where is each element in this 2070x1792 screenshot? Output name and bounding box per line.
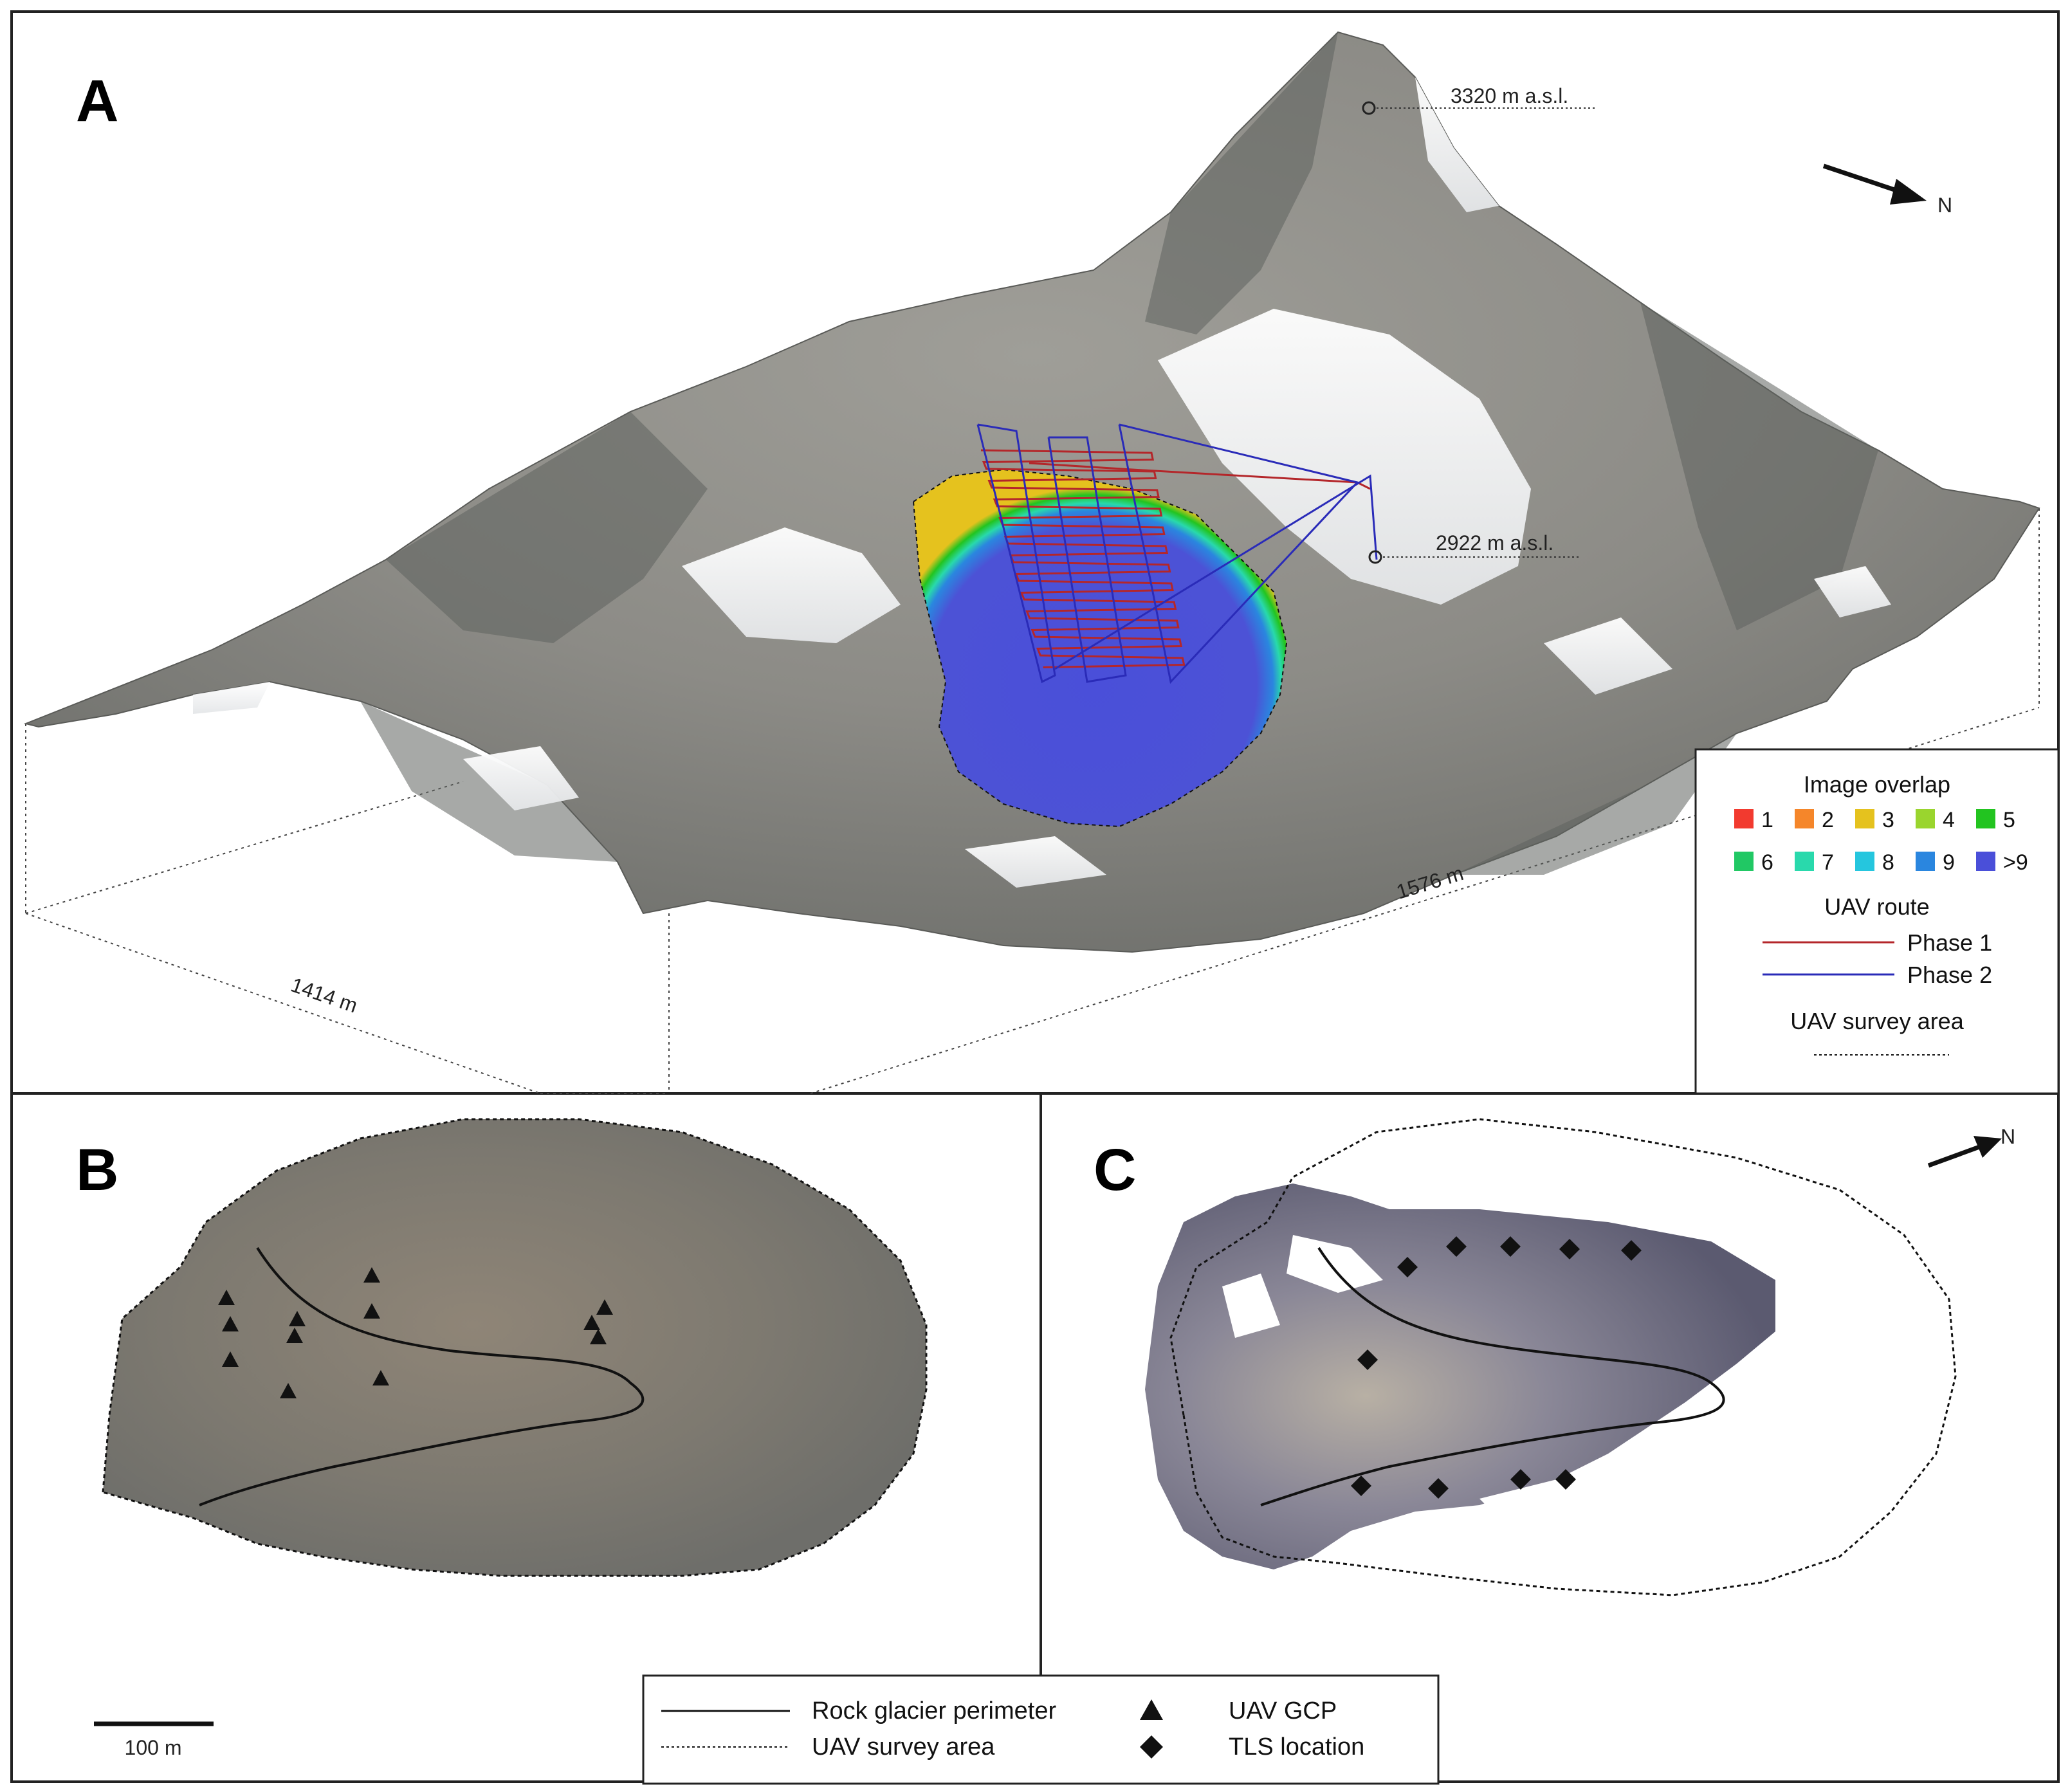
survey-legend-title: UAV survey area — [1790, 1008, 1964, 1034]
overlap-swatch-label: 7 — [1822, 850, 1834, 875]
overlap-swatch — [1976, 809, 1995, 828]
tls-marker — [1428, 1478, 1449, 1499]
overlap-swatch-label: 3 — [1882, 808, 1894, 832]
survey-area-label: UAV survey area — [812, 1733, 995, 1760]
tls-marker — [1510, 1469, 1531, 1490]
overlap-swatch-label: 2 — [1822, 808, 1834, 832]
overlap-swatch-label: >9 — [2003, 850, 2028, 875]
tls-marker — [1357, 1349, 1378, 1370]
gcp-marker — [218, 1290, 235, 1305]
tls-locations — [1351, 1236, 1642, 1499]
takeoff-elevation-label: 2922 m a.s.l. — [1436, 531, 1553, 554]
snow-patches-c — [1222, 1235, 1570, 1524]
gcp-marker — [590, 1329, 607, 1344]
north-arrow-c: N — [1927, 1125, 2015, 1168]
tls-marker — [1555, 1469, 1576, 1490]
overlap-legend: Image overlap 1 2 3 4 5 6 7 8 9 >9 UAV route Phas… — [1694, 748, 2060, 1095]
bounding-box — [25, 508, 2040, 1094]
gcp-symbol — [1140, 1699, 1163, 1720]
tls-marker — [1397, 1257, 1418, 1277]
overlap-swatch — [1734, 809, 1754, 828]
summit-marker — [1362, 101, 1376, 115]
orthophoto-b — [102, 1118, 928, 1577]
perimeter-label: Rock glacier perimeter — [812, 1697, 1056, 1724]
snow-patches — [193, 77, 1891, 888]
phase2-label: Phase 2 — [1907, 962, 1992, 988]
overlap-swatch — [1976, 852, 1995, 871]
tls-marker — [1500, 1236, 1521, 1257]
overlap-swatch-label: 4 — [1943, 808, 1955, 832]
tls-marker — [1559, 1239, 1580, 1259]
rock-glacier-perimeter-c — [1260, 1247, 1725, 1506]
overlap-swatch-label: 5 — [2003, 808, 2015, 832]
panel-a: 3320 m a.s.l. 2922 m a.s.l. 1414 m 1576 … — [23, 31, 2060, 1095]
phase1-label: Phase 1 — [1907, 929, 1992, 956]
overlap-swatch-label: 8 — [1882, 850, 1894, 875]
overlap-swatch — [1795, 809, 1814, 828]
tls-label: TLS location — [1229, 1733, 1364, 1760]
gcp-marker — [289, 1311, 306, 1326]
takeoff-marker — [1368, 550, 1382, 564]
uav-route-phase2 — [976, 423, 1378, 684]
overlap-swatches: 1 2 3 4 5 6 7 8 9 >9 — [1734, 808, 2028, 875]
gcp-marker — [222, 1351, 239, 1367]
tls-marker — [1446, 1236, 1467, 1257]
overlap-swatch — [1855, 852, 1874, 871]
overlap-swatch-label: 6 — [1761, 850, 1773, 875]
tls-marker — [1351, 1476, 1371, 1496]
bottom-legend: Rock glacier perimeter UAV survey area U… — [642, 1674, 1440, 1785]
uav-gcps — [218, 1267, 613, 1398]
rock-glacier-perimeter-b — [199, 1247, 645, 1506]
tls-symbol — [1140, 1735, 1163, 1759]
panel-b: 100 m B — [76, 1118, 928, 1759]
overlap-legend-title: Image overlap — [1804, 771, 1950, 798]
gcp-label: UAV GCP — [1229, 1697, 1337, 1724]
width-dimension-label: 1414 m — [288, 973, 361, 1018]
tls-marker — [1621, 1240, 1642, 1261]
gcp-marker — [596, 1299, 613, 1315]
gcp-marker — [280, 1383, 297, 1398]
panel-letter-a: A — [76, 68, 118, 134]
overlap-swatch-label: 1 — [1761, 808, 1773, 832]
panel-letter-b: B — [76, 1137, 118, 1203]
scale-bar: 100 m — [94, 1721, 214, 1759]
gcp-marker — [372, 1370, 389, 1385]
gcp-marker — [363, 1267, 380, 1283]
overlap-swatch — [1855, 809, 1874, 828]
gcp-marker — [583, 1315, 600, 1330]
north-arrow-a: N — [1822, 163, 1952, 217]
scale-bar-label: 100 m — [125, 1736, 182, 1759]
route-legend-title: UAV route — [1824, 893, 1929, 920]
summit-elevation-label: 3320 m a.s.l. — [1451, 84, 1568, 107]
survey-area-c — [1169, 1118, 1957, 1596]
orthophoto-c — [1145, 1184, 1775, 1569]
overlap-swatch-label: 9 — [1943, 850, 1955, 875]
gcp-marker — [222, 1316, 239, 1331]
overlap-swatch — [1916, 809, 1935, 828]
panel-c: N C — [1094, 1118, 2015, 1596]
north-label-c: N — [2001, 1125, 2015, 1148]
overlap-swatch — [1916, 852, 1935, 871]
overlap-swatch — [1734, 852, 1754, 871]
gcp-marker — [286, 1328, 303, 1343]
gcp-marker — [363, 1303, 380, 1319]
overlap-swatch — [1795, 852, 1814, 871]
panel-letter-c: C — [1094, 1137, 1136, 1203]
north-label-a: N — [1937, 194, 1952, 217]
